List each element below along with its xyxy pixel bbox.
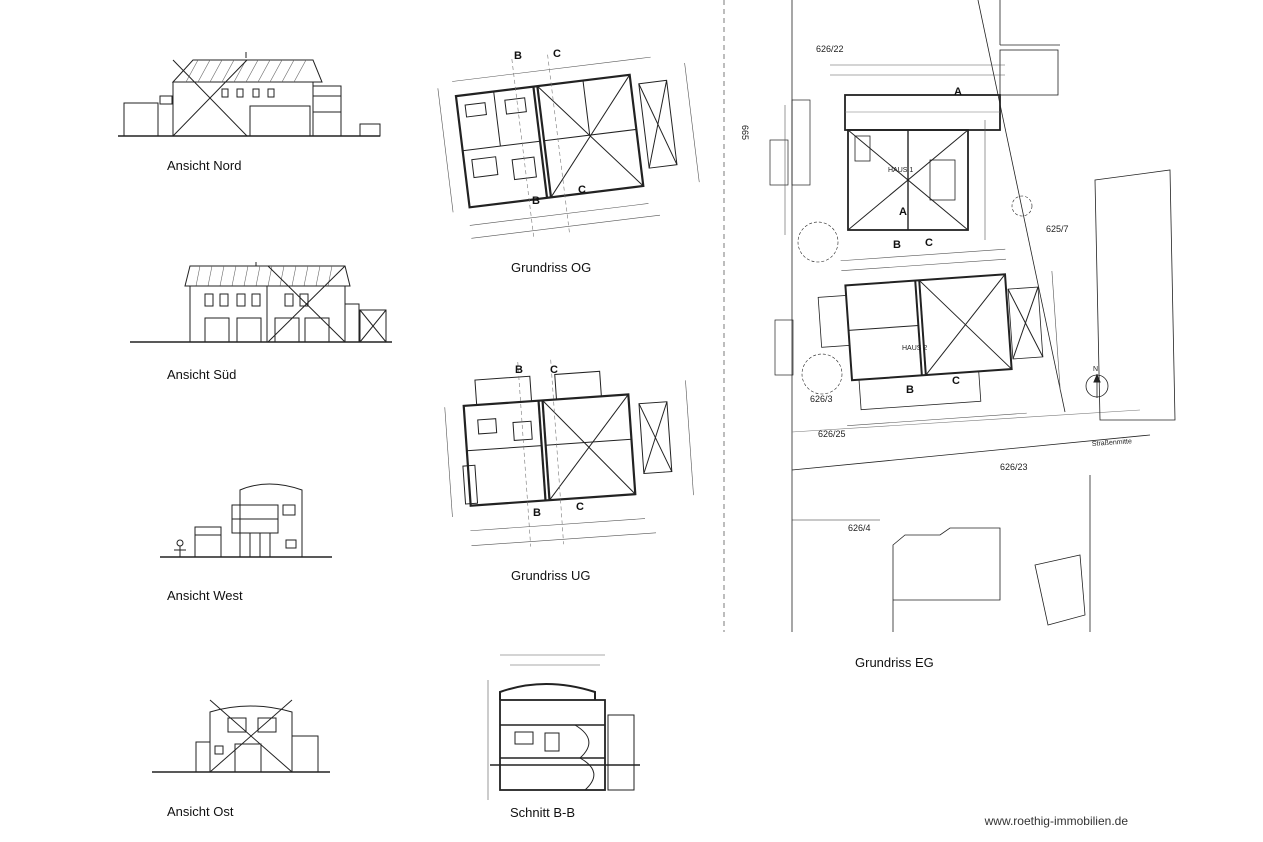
parcel-626-22: 626/22 (816, 44, 844, 54)
section-mark-c: C (576, 501, 584, 513)
section-mark-a: A (954, 86, 962, 98)
elevation-east-drawing (152, 699, 330, 773)
section-mark-b: B (533, 507, 541, 519)
elevation-south-drawing (130, 262, 392, 343)
section-mark-c: C (550, 364, 558, 376)
section-mark-a: A (899, 206, 907, 218)
section-mark-c: C (925, 237, 933, 249)
floorplan-og-drawing (437, 54, 700, 239)
room-haus-1: HAUS 1 (888, 167, 913, 174)
section-mark-b: B (515, 364, 523, 376)
caption-grundriss-eg: Grundriss EG (855, 655, 934, 670)
strassenmitte-label: Straßenmitte (1092, 438, 1133, 448)
caption-ansicht-ost: Ansicht Ost (167, 804, 234, 819)
section-bb-drawing (487, 654, 640, 800)
parcel-625-7: 625/7 (1046, 224, 1069, 234)
caption-ansicht-sued: Ansicht Süd (167, 367, 237, 382)
parcel-626-4: 626/4 (848, 523, 871, 533)
section-mark-c: C (553, 48, 561, 60)
parcel-626-23: 626/23 (1000, 462, 1028, 472)
parcel-665: 665 (740, 125, 750, 140)
section-mark-b: B (906, 384, 914, 396)
section-mark-c: C (952, 375, 960, 387)
caption-grundriss-ug: Grundriss UG (511, 568, 591, 583)
elevation-north-drawing (118, 52, 381, 137)
north-label: N (1093, 366, 1098, 373)
section-mark-b: B (532, 195, 540, 207)
caption-ansicht-nord: Ansicht Nord (167, 158, 242, 173)
site-plan-eg-drawing (769, 0, 1176, 632)
parcel-labels: 626/22 665 625/7 626/3 626/25 626/23 626… (740, 44, 1132, 533)
caption-grundriss-og: Grundriss OG (511, 260, 592, 275)
caption-ansicht-west: Ansicht West (167, 588, 243, 603)
section-mark-b: B (893, 239, 901, 251)
caption-schnitt-bb: Schnitt B-B (510, 805, 576, 820)
section-mark-b: B (514, 50, 522, 62)
elevation-west-drawing (160, 483, 332, 558)
parcel-626-3: 626/3 (810, 394, 833, 404)
parcel-626-25: 626/25 (818, 429, 846, 439)
room-haus-2: HAUS 2 (902, 345, 927, 352)
section-marks: B C B C B C B C A A B C B C (514, 48, 962, 519)
section-mark-c: C (578, 184, 586, 196)
floorplan-ug-drawing (444, 359, 694, 547)
website-watermark: www.roethig-immobilien.de (984, 814, 1128, 828)
